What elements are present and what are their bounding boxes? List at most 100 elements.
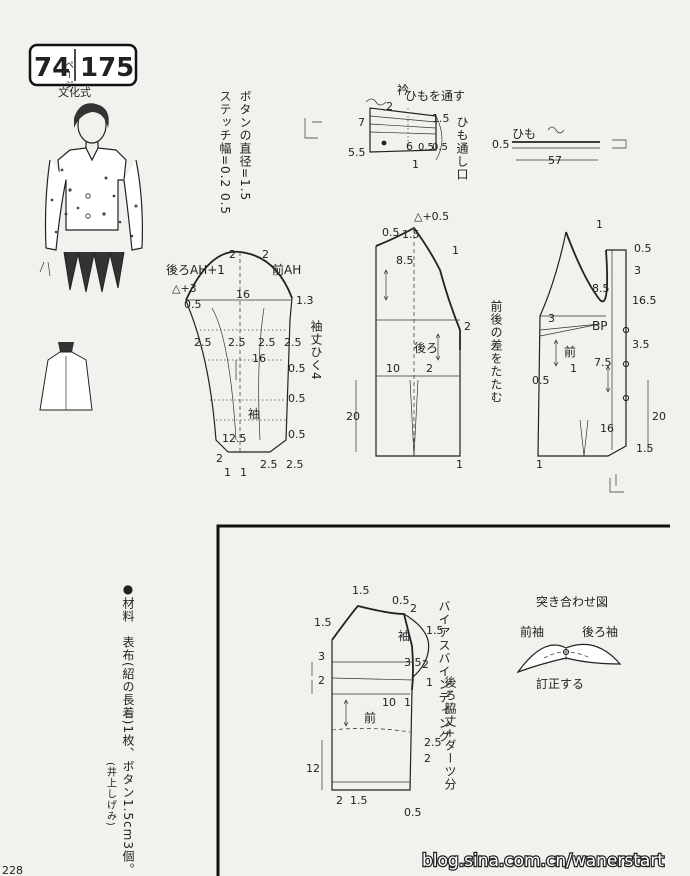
back-bodice-label: 後ろ: [414, 341, 438, 355]
lower-sleeve-label: 袖: [398, 628, 410, 643]
front-bodice-pattern: 前 BP 前後の差をたたむ 1 0.5 3 8.5 16.5 3 3.5 7.5…: [489, 218, 666, 493]
page-number: 228: [2, 864, 23, 876]
back-dim: 1: [456, 458, 463, 471]
lower-dim: 1.5: [314, 616, 332, 629]
model-illustration: [39, 103, 143, 293]
badge-ruby: ページ: [63, 60, 74, 90]
lower-dim: 10: [382, 696, 396, 709]
lower-dim: 3: [318, 650, 325, 663]
lower-dim: 2: [424, 752, 431, 765]
sleeve-dim: 16: [252, 352, 266, 365]
tie-dim: 57: [548, 154, 562, 167]
back-dim: 1: [452, 244, 459, 257]
tie-dim: 0.5: [492, 138, 510, 151]
sleeve-dim: 16: [236, 288, 250, 301]
lower-dim: 12: [306, 762, 320, 775]
badge-page-left: 74: [34, 53, 70, 83]
lower-dim: 0.5: [392, 594, 410, 607]
back-dim: 8.5: [396, 254, 414, 267]
joining-diagram: 突き合わせ図 前袖 後ろ袖 訂正する: [516, 594, 622, 691]
page-badge: 74 ページ 175 文化式: [28, 43, 138, 99]
lower-dim: 2: [318, 674, 325, 687]
sleeve-dim: 0.5: [288, 362, 306, 375]
collar-dim: 1: [412, 158, 419, 171]
sleeve-dim: 2: [229, 248, 236, 261]
badge-page-right: 175: [80, 53, 134, 83]
sleeve-dim: 2: [216, 452, 223, 465]
lower-dim: 2.5: [424, 736, 442, 749]
lower-dim: 3.5: [404, 656, 422, 669]
collar-dim: 2: [386, 100, 393, 113]
back-dim: 1.5: [402, 228, 420, 241]
lower-dim: 1: [426, 676, 433, 689]
lower-front-label: 前: [364, 710, 376, 725]
back-dim: 2: [464, 320, 471, 333]
sleeve-dim: 2.5: [286, 458, 304, 471]
front-dim: 8.5: [592, 282, 610, 295]
sleeve-dim: 2.5: [194, 336, 212, 349]
construction-mark: [304, 118, 322, 139]
front-dim: 1: [570, 362, 577, 375]
front-dim: 3: [548, 312, 555, 325]
watermark: blog.sina.com.cn/wanerstart: [422, 851, 664, 871]
front-back-difference-note: 前後の差をたたむ: [489, 299, 503, 404]
collar-dim: 5.5: [348, 146, 366, 159]
sleeve-front-armhole: 前AH: [272, 262, 301, 277]
sleeve-dim: 0.5: [288, 428, 306, 441]
collar-thread-note: ひもを通す: [405, 89, 465, 103]
back-dim: 10: [386, 362, 400, 375]
sleeve-dim: 1: [240, 466, 247, 479]
joining-front-sleeve: 前袖: [520, 624, 544, 639]
lower-panel-frame: [216, 524, 670, 876]
lower-dim: 2: [422, 658, 429, 671]
sleeve-length-note: 袖丈ひく4: [309, 319, 323, 381]
front-dim: 20: [652, 410, 666, 423]
joining-back-sleeve: 後ろ袖: [582, 624, 618, 639]
lower-dim: 0.5: [404, 806, 422, 819]
tie-label: ひも: [512, 127, 536, 141]
bust-point-label: BP: [592, 319, 607, 333]
lower-front-pattern: 前 袖 バイアスバインディング 後ろ脇丈+ダーツ分 1.5 0.5 1.5 2 …: [306, 584, 457, 819]
sleeve-label: 袖: [248, 406, 260, 421]
joining-correct-note: 訂正する: [536, 676, 584, 691]
sleeve-dim: 1.3: [296, 294, 314, 307]
front-dim: 1.5: [636, 442, 654, 455]
back-dim: 20: [346, 410, 360, 423]
lower-dim: 2: [336, 794, 343, 807]
back-bodice-pattern: 後ろ △+0.5 0.5 1.5 8.5 1 2 10 2 20 1: [346, 210, 471, 471]
sleeve-dim: 2.5: [228, 336, 246, 349]
sleeve-back-armhole: 後ろAH+1: [166, 263, 225, 277]
lower-dim: 1.5: [352, 584, 370, 597]
front-dim: 0.5: [634, 242, 652, 255]
stitch-width-note: ステッチ幅=0.2 0.5: [218, 90, 232, 215]
collar-label: 衿: [397, 82, 409, 97]
lower-dim: 2: [410, 602, 417, 615]
collar-dim: 6: [406, 140, 413, 153]
sleeve-dim: 2.5: [258, 336, 276, 349]
front-dim: 16: [600, 422, 614, 435]
front-dim: 3.5: [632, 338, 650, 351]
sleeve-dim: 0.5: [288, 392, 306, 405]
lower-dim: 1.5: [350, 794, 368, 807]
joining-title: 突き合わせ図: [536, 594, 608, 609]
back-view-sketch: [39, 342, 93, 411]
collar-dim: 0.5: [432, 142, 448, 153]
bias-binding-note: バイアスバインディング: [437, 600, 451, 743]
collar-dim: 0.5: [418, 142, 434, 153]
front-dim: 3: [634, 264, 641, 277]
sleeve-dim: 12.5: [222, 432, 247, 445]
sleeve-dim: 0.5: [184, 298, 202, 311]
back-dim: 0.5: [382, 226, 400, 239]
sleeve-dim: △+3: [172, 282, 197, 295]
sleeve-pattern: 後ろAH+1 前AH 袖 袖丈ひく4 2 2 0.5 △+3 16 1.3 2.…: [166, 248, 323, 479]
back-side-length-note: 後ろ脇丈+ダーツ分: [443, 676, 457, 792]
front-dim: 7.5: [594, 356, 612, 369]
sleeve-dim: 2.5: [284, 336, 302, 349]
lower-dim: 1: [404, 696, 411, 709]
front-dim: 1: [536, 458, 543, 471]
tie-pattern: ひも 0.5 57: [492, 126, 627, 167]
sleeve-dim: 2: [262, 248, 269, 261]
front-dim: 1: [596, 218, 603, 231]
front-dim: 16.5: [632, 294, 657, 307]
